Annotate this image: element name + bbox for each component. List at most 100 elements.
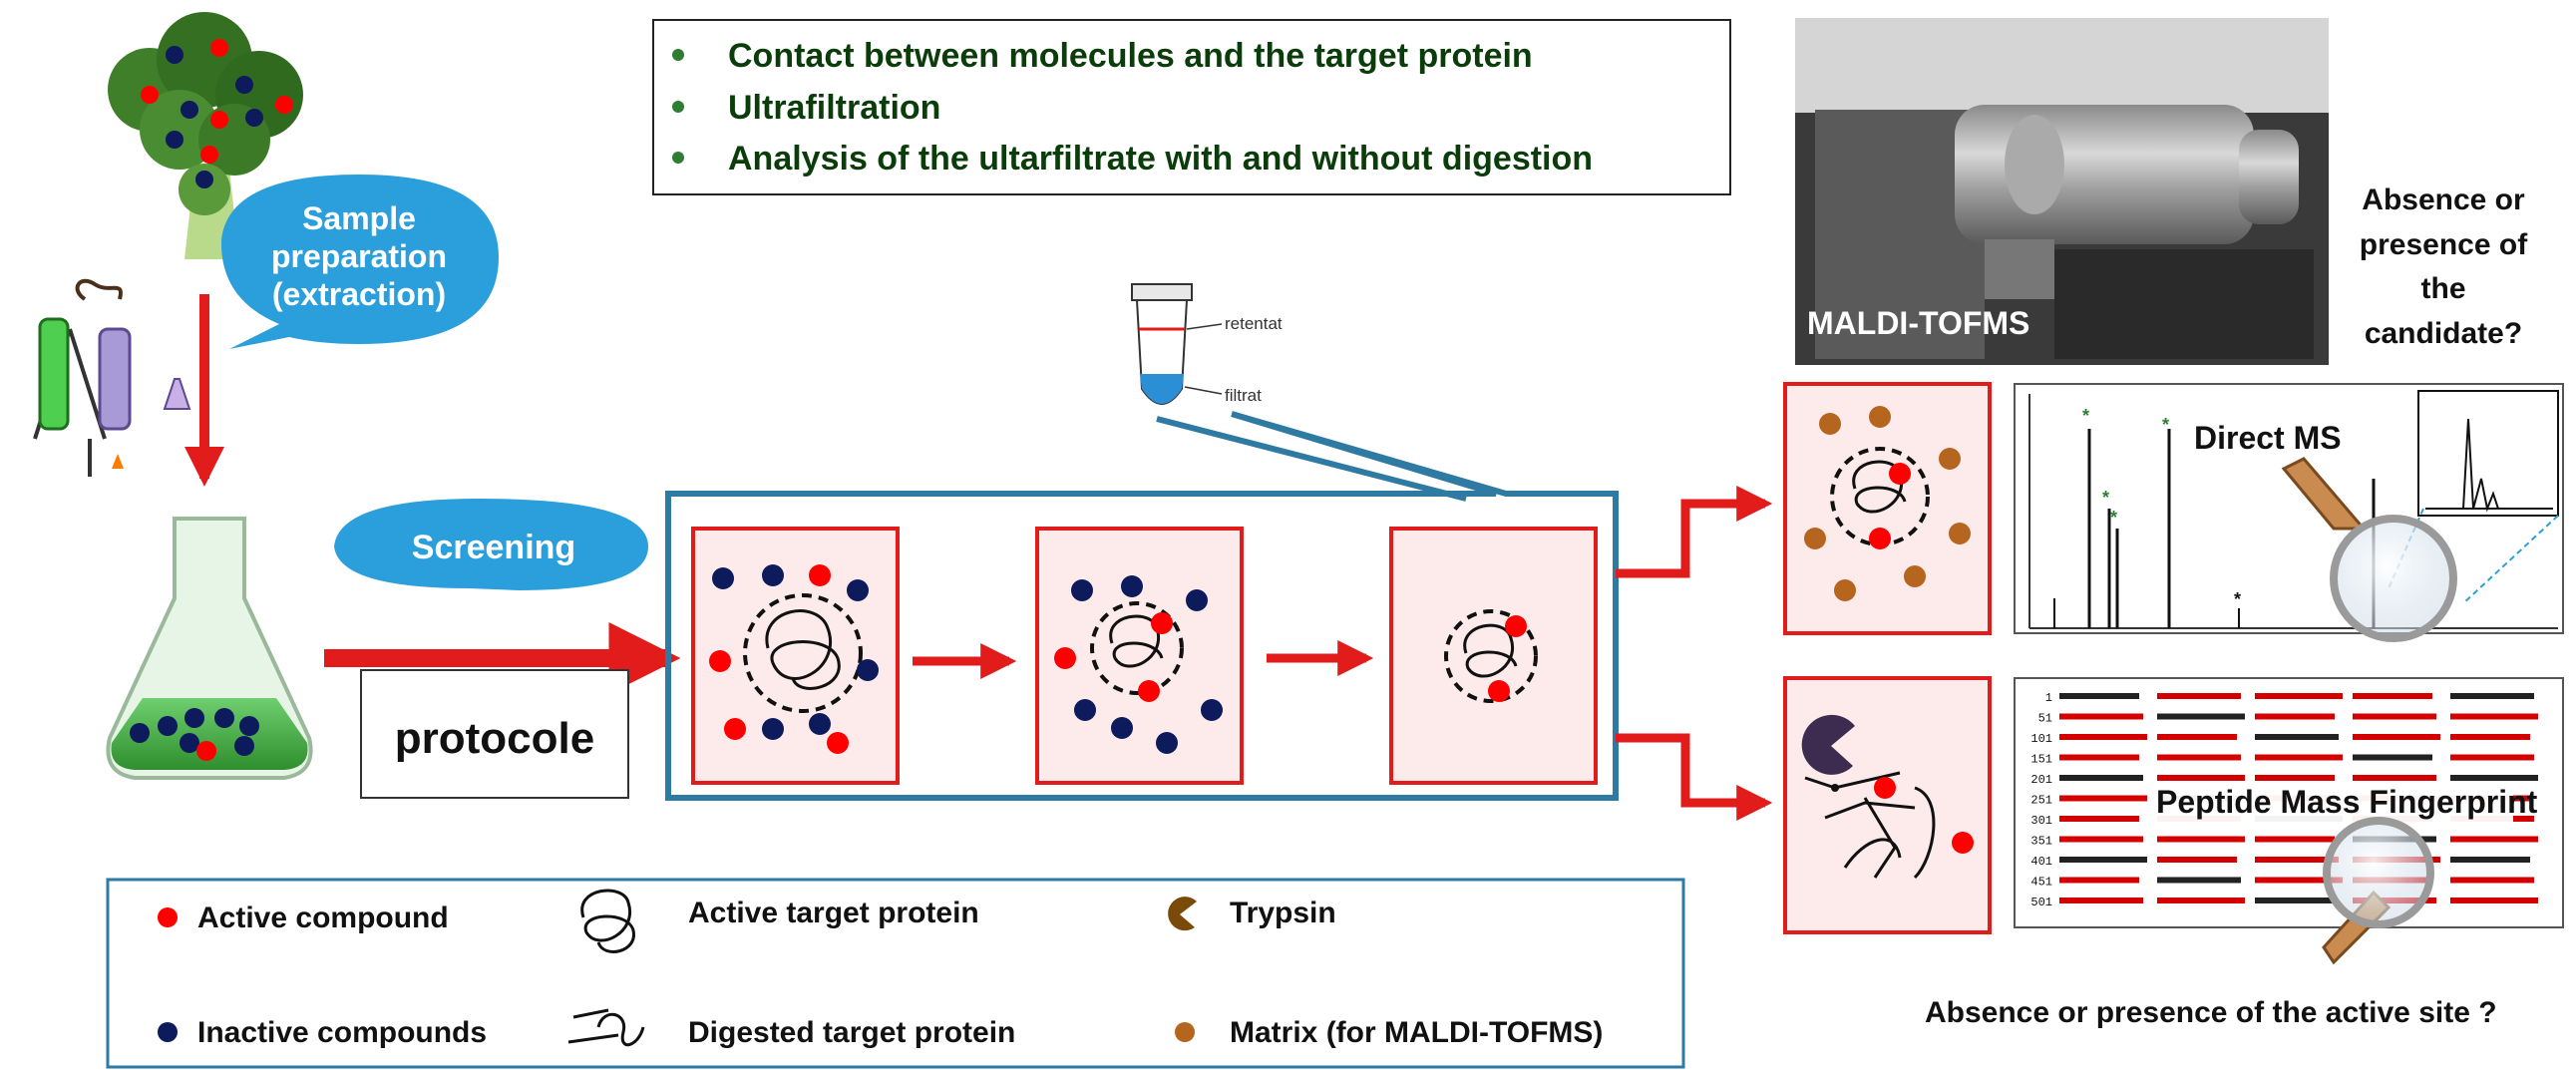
pmf-row-number: 201 bbox=[2030, 773, 2052, 787]
pmf-sequence-block bbox=[2450, 713, 2538, 720]
pmf-sequence-block bbox=[2353, 713, 2436, 720]
pmf-sequence-block bbox=[2255, 877, 2343, 884]
legend-active-dot bbox=[158, 907, 178, 927]
pmf-sequence-block bbox=[2157, 877, 2241, 884]
broccoli-illustration bbox=[108, 12, 303, 259]
question-line-3: the bbox=[2421, 272, 2466, 305]
step-1: Contact between molecules and the target… bbox=[728, 37, 1533, 75]
pmf-sequence-block bbox=[2059, 734, 2147, 740]
pmf-sequence-block bbox=[2157, 775, 2245, 781]
pmf-sequence-block bbox=[2059, 877, 2139, 884]
broccoli-compound-dots bbox=[141, 39, 293, 188]
arrow-to-digestion bbox=[1616, 733, 1773, 821]
legend: Active compound Inactive compounds Activ… bbox=[106, 878, 1685, 1069]
sample-preparation-line-1: Sample bbox=[302, 200, 416, 236]
pmf-sequence-block bbox=[2255, 898, 2335, 903]
legend-digested-target: Digested target protein bbox=[688, 1016, 1015, 1049]
pmf-sequence-block bbox=[2255, 836, 2335, 843]
pmf-row-number: 401 bbox=[2030, 855, 2052, 869]
pmf-label: Peptide Mass Fingerprint bbox=[2156, 784, 2538, 820]
legend-inactive-dot bbox=[158, 1022, 178, 1042]
pmf-sequence-block bbox=[2059, 816, 2139, 822]
pmf-sequence-block bbox=[2450, 877, 2534, 884]
pmf-sequence-block bbox=[2353, 734, 2440, 740]
panel-direct-ms-sample bbox=[1783, 382, 1992, 635]
arrow-to-direct-ms bbox=[1616, 486, 1773, 578]
pmf-sequence-block bbox=[2059, 754, 2139, 761]
legend-inactive-compounds: Inactive compounds bbox=[197, 1016, 487, 1049]
pmf-sequence-block bbox=[2450, 836, 2538, 843]
pmf-sequence-block bbox=[2059, 898, 2143, 903]
question-line-4: candidate? bbox=[2365, 317, 2522, 350]
pmf-row-number: 51 bbox=[2038, 712, 2052, 726]
pmf-sequence-block bbox=[2255, 754, 2343, 761]
pmf-row-number: 251 bbox=[2030, 794, 2052, 808]
pmf-sequence-block bbox=[2255, 857, 2339, 863]
screening-label: Screening bbox=[412, 529, 575, 566]
step-2: Ultrafiltration bbox=[728, 89, 940, 127]
sample-preparation-line-2: preparation bbox=[271, 238, 447, 274]
pmf-row-number: 1 bbox=[2045, 691, 2052, 705]
candidate-question: Absence or presence of the candidate? bbox=[2360, 183, 2528, 350]
sample-preparation-callout: Sample preparation (extraction) bbox=[220, 175, 499, 349]
retentate-label: retentat bbox=[1225, 314, 1283, 333]
trypsin-icon bbox=[1168, 897, 1197, 931]
pmf-row-number: 101 bbox=[2030, 732, 2052, 746]
panel-binding bbox=[1035, 527, 1244, 785]
screening-callout: Screening bbox=[334, 499, 648, 638]
pmf-sequence-block bbox=[2157, 898, 2245, 903]
magnifier-icon bbox=[2322, 817, 2434, 965]
pmf-sequence-block bbox=[2450, 754, 2534, 761]
pmf-sequence-block bbox=[2157, 754, 2241, 761]
maldi-tofms-label: MALDI-TOFMS bbox=[1807, 305, 2029, 341]
protein-icon bbox=[580, 889, 635, 953]
direct-ms-label: Direct MS bbox=[2194, 420, 2342, 456]
flask-illustration bbox=[106, 517, 313, 780]
step-3: Analysis of the ultarfiltrate with and w… bbox=[728, 140, 1593, 178]
pmf-sequence-block bbox=[2353, 693, 2432, 699]
pmf-sequence-block bbox=[2059, 693, 2139, 699]
pmf-sequence-block bbox=[2255, 693, 2343, 699]
pmf-row-number: 351 bbox=[2030, 835, 2052, 849]
svg-text:*: * bbox=[2102, 488, 2109, 508]
pmf-sequence-block bbox=[2255, 713, 2335, 720]
svg-text:*: * bbox=[2082, 406, 2089, 426]
pmf-sequence-block bbox=[2450, 734, 2530, 740]
pmf-sequence-block bbox=[2450, 898, 2538, 903]
pmf-sequence-block bbox=[2157, 836, 2245, 843]
maldi-tofms-photo: MALDI-TOFMS bbox=[1795, 18, 2329, 365]
panel-mixing bbox=[691, 527, 900, 785]
pmf-sequence-block bbox=[2353, 775, 2436, 781]
process-frame bbox=[665, 411, 1619, 801]
protocole-box: protocole bbox=[360, 669, 629, 799]
pmf-row-number: 151 bbox=[2030, 753, 2052, 767]
pmf-sequence-block bbox=[2157, 734, 2237, 740]
legend-matrix-dot bbox=[1175, 1022, 1195, 1042]
pmf-row-number: 451 bbox=[2030, 876, 2052, 890]
legend-matrix: Matrix (for MALDI-TOFMS) bbox=[1230, 1016, 1603, 1049]
pmf-row-number: 501 bbox=[2030, 896, 2052, 909]
question-line-2: presence of bbox=[2360, 228, 2528, 261]
svg-text:*: * bbox=[2162, 415, 2169, 435]
pmf-sequence-block bbox=[2059, 775, 2143, 781]
pmf-sequence-block bbox=[2157, 857, 2237, 863]
legend-active-target: Active target protein bbox=[688, 897, 979, 929]
sample-preparation-line-3: (extraction) bbox=[272, 276, 446, 312]
protocole-label: protocole bbox=[395, 714, 594, 763]
protocol-steps-box: Contact between molecules and the target… bbox=[652, 19, 1731, 195]
pmf-sequence-block bbox=[2450, 857, 2530, 863]
pmf-sequence-block bbox=[2059, 857, 2147, 863]
svg-text:*: * bbox=[2110, 508, 2117, 528]
digested-protein-icon bbox=[567, 1008, 645, 1046]
pmf-sequence-block bbox=[2157, 713, 2245, 720]
pmf-sequence-block bbox=[2255, 734, 2339, 740]
magnifier-icon bbox=[2281, 457, 2457, 642]
svg-text:*: * bbox=[2234, 589, 2241, 609]
pmf-sequence-block bbox=[2059, 836, 2143, 843]
pmf-row-number: 301 bbox=[2030, 814, 2052, 828]
question-line-1: Absence or bbox=[2362, 183, 2525, 216]
pmf-sequence-block bbox=[2450, 693, 2534, 699]
pmf-sequence-block bbox=[2157, 693, 2241, 699]
filtrate-label: filtrat bbox=[1225, 386, 1262, 405]
ultrafiltration-tube-icon: retentat filtrat bbox=[1131, 283, 1283, 405]
